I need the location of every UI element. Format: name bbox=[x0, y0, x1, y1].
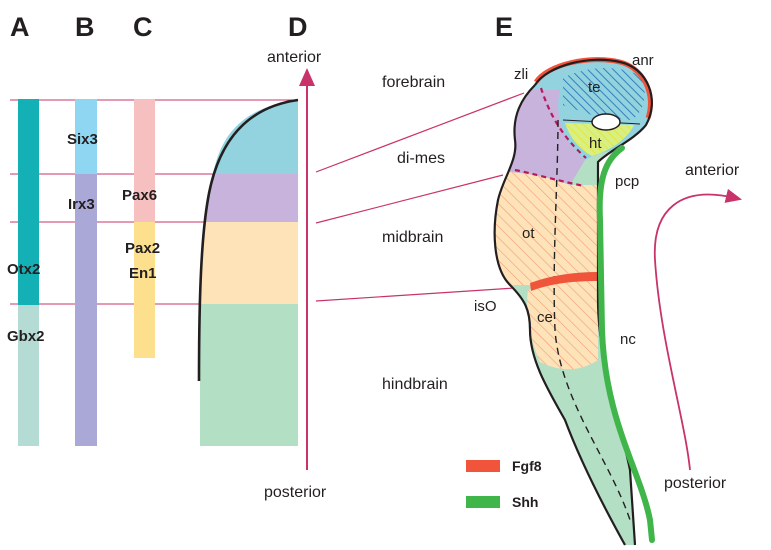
structure-label-nc: nc bbox=[620, 331, 636, 348]
axis-posterior-label: posterior bbox=[264, 484, 327, 501]
irx3-bar bbox=[75, 174, 97, 446]
curved-axis-arrow bbox=[655, 195, 735, 470]
region-label-dimes: di-mes bbox=[397, 150, 445, 167]
structure-label-pcp: pcp bbox=[615, 173, 639, 190]
dimes-zone bbox=[205, 174, 298, 222]
panel-label-c: C bbox=[133, 12, 153, 42]
hindbrain-zone bbox=[200, 304, 298, 446]
gbx2-bar bbox=[18, 305, 39, 446]
gene-label-pax6: Pax6 bbox=[122, 187, 157, 204]
gene-label-pax2: Pax2 bbox=[125, 240, 160, 257]
midbrain-zone bbox=[200, 222, 298, 304]
panel-label-d: D bbox=[288, 12, 308, 42]
region-label-forebrain: forebrain bbox=[382, 74, 445, 91]
panel-label-a: A bbox=[10, 12, 30, 42]
region-label-hindbrain: hindbrain bbox=[382, 376, 448, 393]
structure-label-anr: anr bbox=[632, 52, 654, 69]
gene-label-otx2: Otx2 bbox=[7, 261, 40, 278]
forebrain-zone bbox=[213, 100, 298, 174]
gene-label-irx3: Irx3 bbox=[68, 196, 95, 213]
legend-label-fgf8: Fgf8 bbox=[512, 458, 542, 474]
gene-label-six3: Six3 bbox=[67, 131, 98, 148]
gene-label-en1: En1 bbox=[129, 265, 157, 282]
structure-label-zli: zli bbox=[514, 66, 528, 83]
legend-swatch-fgf8 bbox=[466, 460, 500, 472]
axis-anterior-label: anterior bbox=[267, 49, 322, 66]
panel-label-b: B bbox=[75, 12, 95, 42]
structure-label-te: te bbox=[588, 79, 601, 96]
optic-recess bbox=[592, 114, 620, 130]
structure-label-iso: isO bbox=[474, 298, 497, 315]
panel-label-e: E bbox=[495, 12, 513, 42]
legend: Fgf8 Shh bbox=[466, 458, 542, 510]
region-label-midbrain: midbrain bbox=[382, 229, 443, 246]
structure-label-ce: ce bbox=[537, 309, 553, 326]
legend-label-shh: Shh bbox=[512, 494, 538, 510]
e-posterior-label: posterior bbox=[664, 475, 727, 492]
structure-label-ht: ht bbox=[589, 135, 602, 152]
legend-swatch-shh bbox=[466, 496, 500, 508]
structure-label-ot: ot bbox=[522, 225, 535, 242]
e-anterior-label: anterior bbox=[685, 162, 740, 179]
gene-label-gbx2: Gbx2 bbox=[7, 328, 45, 345]
